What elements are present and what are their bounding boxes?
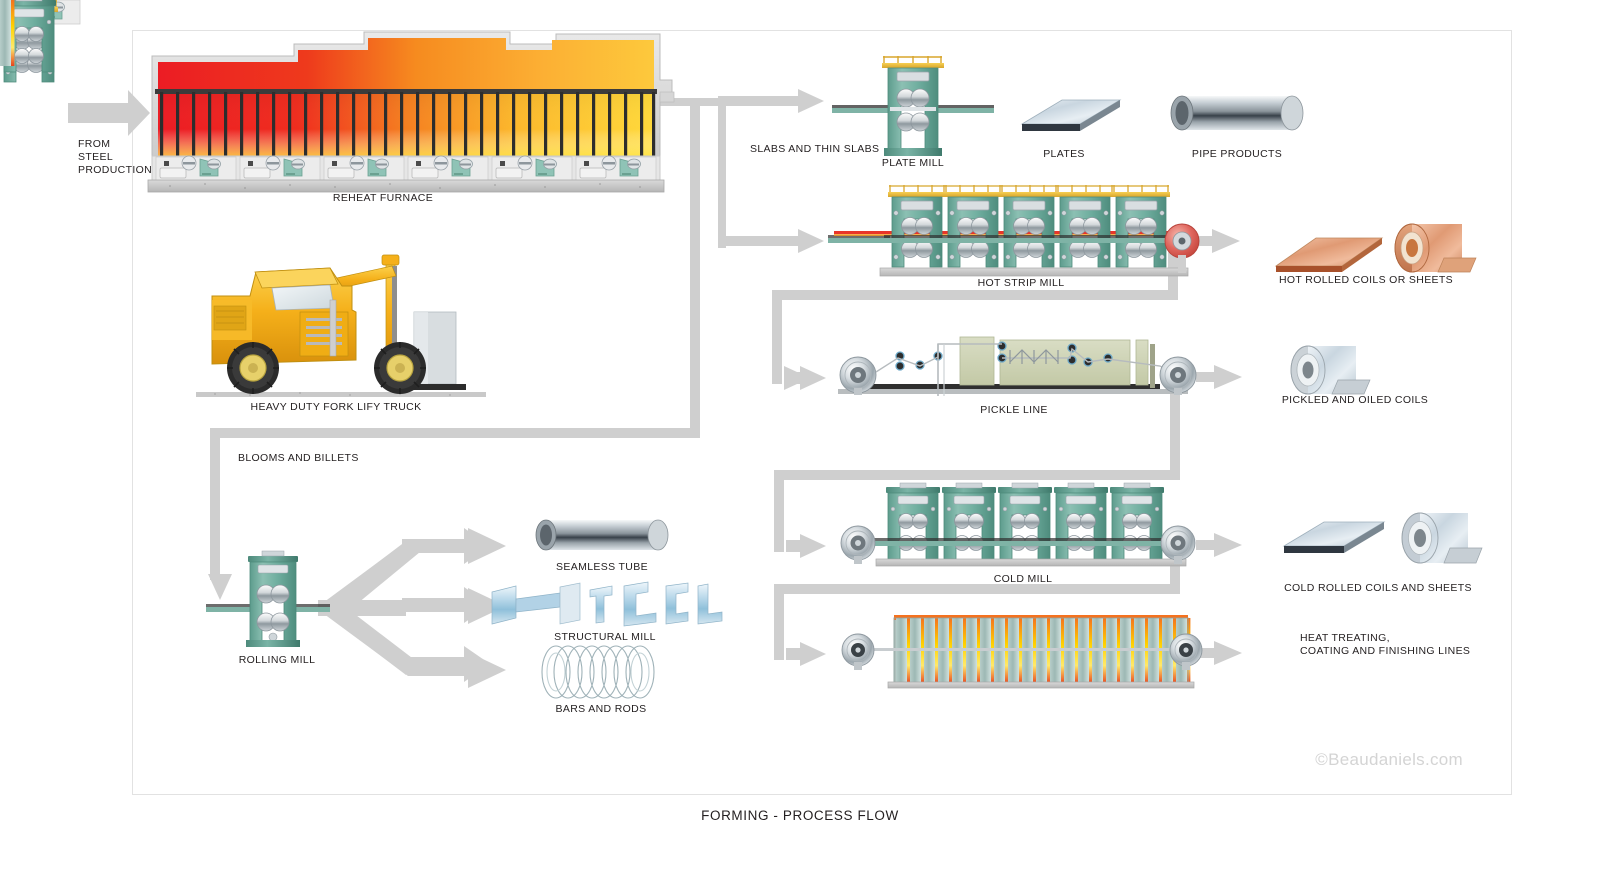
- label-cold-mill: COLD MILL: [993, 573, 1053, 585]
- label-heavy-duty-fork-lift-truck: HEAVY DUTY FORK LIFY TRUCK: [250, 401, 422, 413]
- page-title: FORMING - PROCESS FLOW: [701, 808, 899, 823]
- forklift-wheel-front: [374, 342, 426, 394]
- label-bars-and-rods: BARS AND RODS: [555, 703, 647, 715]
- pipe-heat-entry: [786, 648, 802, 660]
- pipe-to-hot-strip-mill: [718, 236, 802, 246]
- arrow-to-cold-rolled-coils: [1214, 533, 1242, 557]
- cold-mill-recoiler: [1160, 525, 1196, 564]
- label-reheat-furnace: REHEAT FURNACE: [332, 192, 434, 204]
- rolling-mill-graphic: [206, 550, 330, 647]
- pickle-recoiler: [1159, 356, 1197, 395]
- label-slabs-and-thin-slabs: SLABS AND THIN SLABS: [750, 143, 880, 155]
- arrow-into-heat-line: [800, 642, 826, 666]
- label-hot-strip-mill: HOT STRIP MILL: [977, 277, 1065, 289]
- pickle-payoff-coil: [839, 356, 877, 395]
- label-structural-mill: STRUCTURAL MILL: [554, 631, 656, 643]
- cold-mill-graphic: [2, 0, 1196, 567]
- arrow-to-hot-rolled-coils: [1212, 229, 1240, 253]
- hot-rolled-coils-graphic: [1274, 223, 1477, 273]
- forklift-graphic: [196, 254, 486, 397]
- cold-rolled-coils-graphic: [1282, 512, 1483, 564]
- label-seamless-tube: SEAMLESS TUBE: [556, 561, 648, 573]
- heat-treating-line-graphic: [0, 0, 1203, 689]
- pipe-furnace-out: [660, 98, 726, 248]
- label-cold-rolled-coils-and-sheets: COLD ROLLED COILS AND SHEETS: [1284, 582, 1472, 594]
- flow-connectors: [68, 89, 1242, 688]
- pipe-cold-entry: [786, 540, 802, 552]
- plates-graphic: [1020, 99, 1122, 131]
- pickle-line-graphic: [838, 336, 1197, 396]
- arrow-to-hot-strip-mill: [798, 229, 824, 253]
- pipe-pickle-out: [1196, 372, 1218, 382]
- label-pickled-and-oiled-coils: PICKLED AND OILED COILS: [1281, 394, 1429, 406]
- reheat-furnace-graphic: [0, 0, 675, 193]
- pipe-hsm-out: [1196, 236, 1212, 246]
- structural-shapes-graphic: [491, 581, 723, 627]
- label-pipe-products: PIPE PRODUCTS: [1191, 148, 1283, 160]
- label-plate-mill: PLATE MILL: [881, 157, 945, 169]
- label-plates: PLATES: [1043, 148, 1085, 160]
- forklift-wheel-rear: [227, 342, 279, 394]
- label-rolling-mill: ROLLING MILL: [238, 654, 316, 666]
- arrow-into-cold-mill: [800, 534, 826, 558]
- plate-mill-graphic: [832, 56, 994, 156]
- pipe-products-graphic: [1170, 95, 1304, 131]
- heat-line-recoiler: [1169, 633, 1203, 670]
- arrow-to-rolling-mill: [208, 574, 232, 600]
- pipe-cold-out: [1196, 540, 1218, 550]
- cold-mill-payoff-coil: [840, 525, 876, 564]
- bars-and-rods-graphic: [541, 645, 655, 699]
- label-hot-rolled-coils-or-sheets: HOT ROLLED COILS OR SHEETS: [1278, 274, 1454, 286]
- arrow-to-pickled-oiled-coils: [1214, 365, 1242, 389]
- pipe-to-plate-mill: [718, 96, 802, 106]
- pipe-pickle-entry: [786, 372, 802, 384]
- pickled-oiled-coils-graphic: [1290, 345, 1371, 395]
- seamless-tube-graphic: [535, 519, 669, 551]
- heat-line-payoff-coil: [841, 633, 875, 670]
- fan-arrows: [318, 528, 490, 682]
- label-heat-treating-coating-and-finishing-lines: HEAT TREATING, COATING AND FINISHING LIN…: [1300, 632, 1471, 657]
- arrow-from-steel-production: [68, 90, 150, 136]
- label-blooms-and-billets: BLOOMS AND BILLETS: [238, 452, 359, 464]
- watermark: ©Beaudaniels.com: [1315, 750, 1463, 769]
- arrow-to-plate-mill: [798, 89, 824, 113]
- label-from-steel-production: FROM STEEL PRODUCTION: [78, 138, 153, 176]
- arrow-into-pickle-line: [800, 366, 826, 390]
- arrow-to-heat-treating: [1214, 641, 1242, 665]
- label-pickle-line: PICKLE LINE: [980, 404, 1048, 416]
